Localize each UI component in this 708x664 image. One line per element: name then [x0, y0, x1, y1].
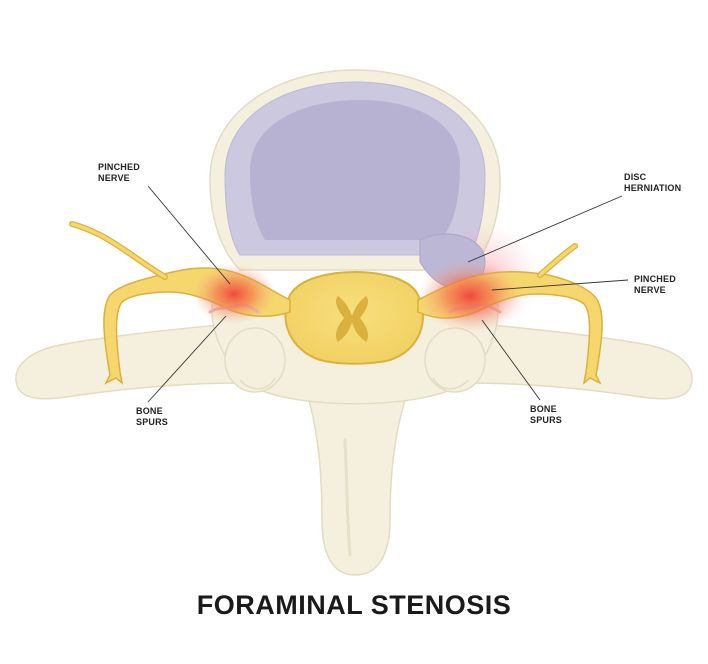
- leader-pinched-nerve-right: [491, 279, 629, 291]
- label-disc-herniation: DISC HERNIATION: [624, 172, 681, 194]
- spinous-process-groove: [343, 438, 352, 557]
- label-line: BONE: [530, 404, 557, 414]
- label-pinched-nerve-left: PINCHED NERVE: [98, 162, 140, 184]
- facet-right-contour: [432, 377, 469, 390]
- label-line: BONE: [136, 406, 163, 416]
- nerve-branch-right-fill: [538, 244, 577, 277]
- label-line: PINCHED: [98, 162, 140, 172]
- label-line: SPURS: [136, 417, 169, 427]
- inflammation-left: [192, 264, 276, 324]
- label-line: SPURS: [530, 415, 563, 425]
- leader-bone-spurs-left: [147, 315, 227, 403]
- label-line: HERNIATION: [624, 183, 682, 193]
- leader-bone-spurs-right: [481, 319, 541, 401]
- label-line: NERVE: [98, 173, 130, 183]
- nerve-branch-left-fill: [70, 222, 167, 279]
- facet-left-contour: [239, 377, 276, 390]
- diagram-title: FORAMINAL STENOSIS: [196, 590, 512, 620]
- label-bone-spurs-left: BONE SPURS: [136, 406, 168, 428]
- inflammation-right: [418, 260, 522, 332]
- leader-disc-herniation: [467, 195, 623, 263]
- label-line: DISC: [624, 172, 647, 182]
- leader-pinched-nerve-left: [147, 185, 231, 285]
- label-pinched-nerve-right: PINCHED NERVE: [634, 274, 676, 296]
- facet-left: [224, 327, 286, 393]
- label-bone-spurs-right: BONE SPURS: [530, 404, 562, 426]
- label-line: NERVE: [634, 285, 666, 295]
- nucleus-pulposus: [250, 100, 460, 240]
- label-line: PINCHED: [634, 274, 676, 284]
- facet-right: [424, 327, 486, 393]
- spinal-cord-gray-matter: [336, 296, 368, 342]
- spinous-process: [298, 371, 417, 576]
